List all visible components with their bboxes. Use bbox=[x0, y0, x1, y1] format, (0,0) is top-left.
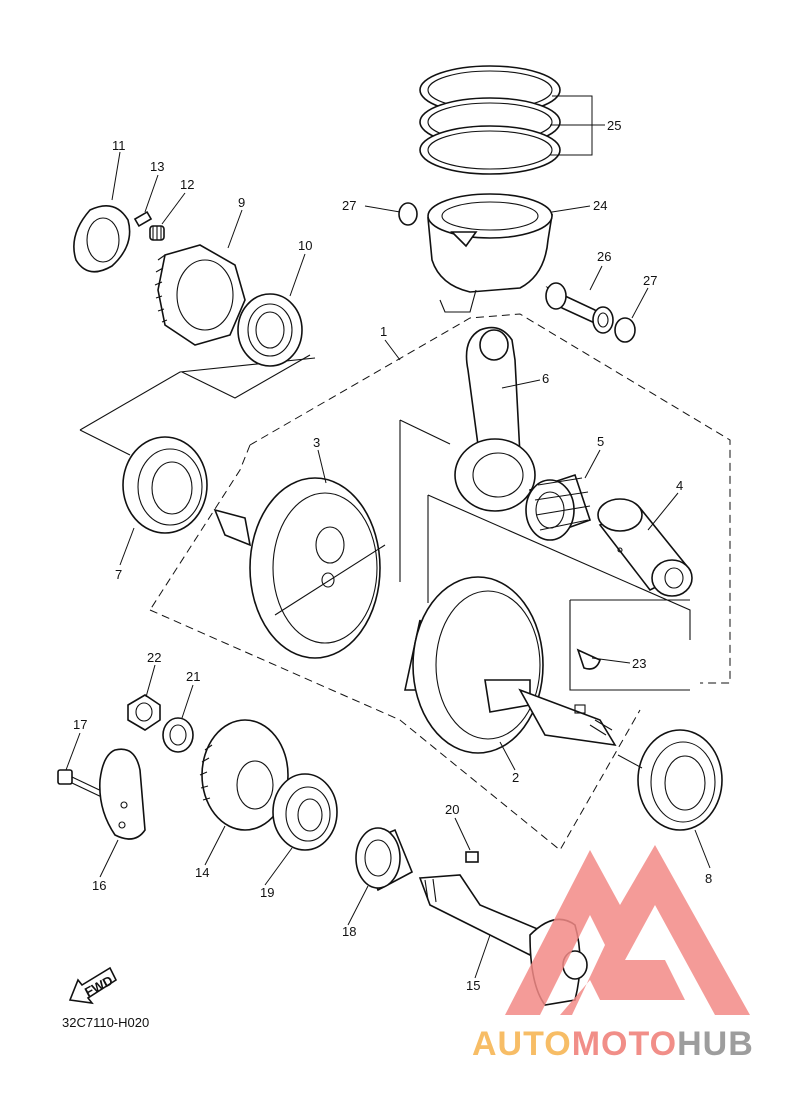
callout-27-left: 27 bbox=[342, 198, 356, 213]
callout-25: 25 bbox=[607, 118, 621, 133]
svg-text:AUTOMOTOHUB: AUTOMOTOHUB bbox=[472, 1025, 754, 1063]
oil-seal bbox=[237, 293, 303, 367]
callout-9: 9 bbox=[238, 195, 245, 210]
diagram-code: 32C7110-H020 bbox=[62, 1015, 149, 1030]
straight-key bbox=[465, 851, 479, 863]
crank-pin bbox=[597, 498, 693, 597]
watermark: AUTOMOTOHUB bbox=[472, 845, 754, 1063]
callout-16: 16 bbox=[92, 878, 106, 893]
piston-pin bbox=[545, 282, 614, 334]
watermark-moto: MOTO bbox=[572, 1025, 677, 1063]
callout-7: 7 bbox=[115, 567, 122, 582]
pin bbox=[133, 210, 153, 228]
left-bearing bbox=[122, 436, 208, 534]
callout-5: 5 bbox=[597, 434, 604, 449]
piston-pin-clip-left bbox=[398, 202, 418, 226]
watermark-auto: AUTO bbox=[472, 1025, 572, 1063]
callout-18: 18 bbox=[342, 924, 356, 939]
balancer-bearing bbox=[272, 773, 338, 851]
callout-23: 23 bbox=[632, 656, 646, 671]
piston bbox=[427, 193, 553, 313]
callout-12: 12 bbox=[180, 177, 194, 192]
crank-right bbox=[404, 576, 617, 754]
spring bbox=[149, 225, 165, 241]
piston-pin-clip-right bbox=[614, 317, 636, 343]
callout-22: 22 bbox=[147, 650, 161, 665]
fwd-label: FWD bbox=[82, 973, 115, 1000]
lock-washer bbox=[162, 717, 194, 753]
right-bearing bbox=[637, 729, 723, 831]
watermark-logo-icon bbox=[505, 845, 750, 1015]
connecting-rod bbox=[454, 326, 536, 512]
needle-bearing bbox=[525, 473, 592, 541]
frame-lines bbox=[79, 354, 691, 640]
callout-21: 21 bbox=[186, 669, 200, 684]
callout-15: 15 bbox=[466, 978, 480, 993]
balancer-weight bbox=[98, 748, 146, 840]
callout-labels: 25 24 27 26 27 11 13 12 9 10 1 6 3 5 4 7… bbox=[73, 118, 712, 993]
callout-2: 2 bbox=[512, 770, 519, 785]
callout-19: 19 bbox=[260, 885, 274, 900]
callout-4: 4 bbox=[676, 478, 683, 493]
balancer-bearing-2 bbox=[355, 827, 414, 892]
balancer-driven-gear bbox=[199, 719, 289, 831]
callout-6: 6 bbox=[542, 371, 549, 386]
woodruff-key bbox=[576, 648, 601, 670]
callout-27-right: 27 bbox=[643, 273, 657, 288]
callout-10: 10 bbox=[298, 238, 312, 253]
assembly-outline bbox=[149, 313, 731, 851]
callout-13: 13 bbox=[150, 159, 164, 174]
callout-24: 24 bbox=[593, 198, 607, 213]
crank-left bbox=[213, 477, 386, 659]
fwd-arrow: FWD bbox=[68, 966, 118, 1005]
callout-1: 1 bbox=[380, 324, 387, 339]
callout-11: 11 bbox=[112, 138, 126, 153]
callout-20: 20 bbox=[445, 802, 459, 817]
plate bbox=[73, 204, 131, 273]
callout-17: 17 bbox=[73, 717, 87, 732]
callout-8: 8 bbox=[705, 871, 712, 886]
leader-lines bbox=[65, 95, 711, 979]
balancer-drive-gear bbox=[154, 244, 246, 346]
callout-14: 14 bbox=[195, 865, 209, 880]
callout-3: 3 bbox=[313, 435, 320, 450]
callout-26: 26 bbox=[597, 249, 611, 264]
piston-rings bbox=[419, 65, 561, 175]
watermark-hub: HUB bbox=[677, 1025, 754, 1063]
nut bbox=[127, 694, 161, 731]
